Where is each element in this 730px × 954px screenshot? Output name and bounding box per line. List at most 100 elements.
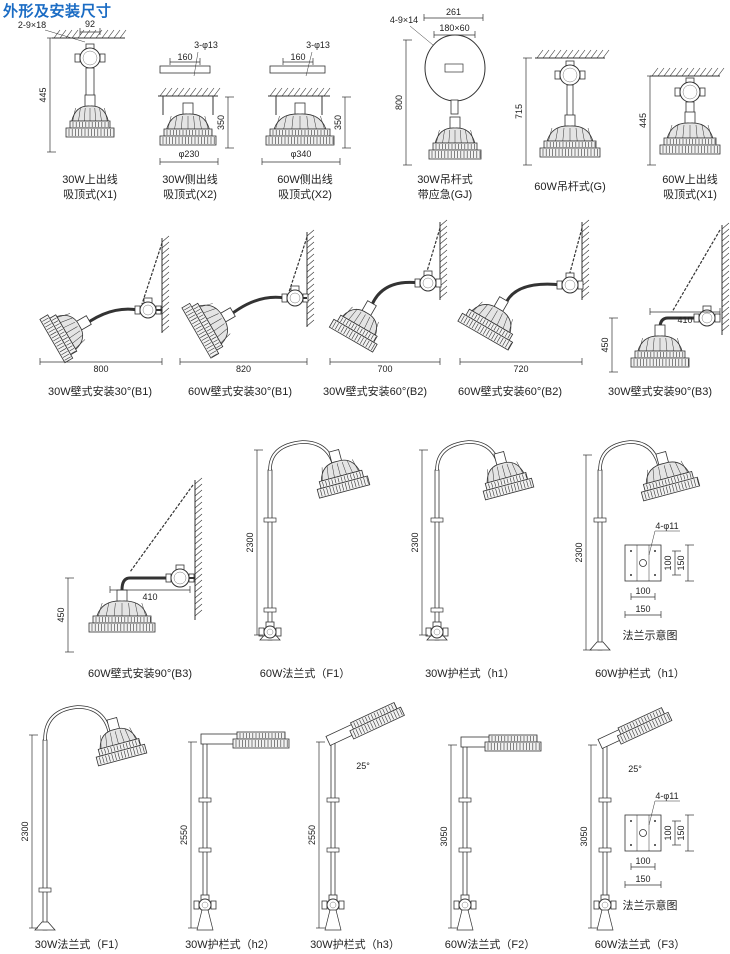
dimension-label: 410	[142, 592, 157, 602]
hatch-stroke	[675, 67, 683, 77]
rib	[209, 350, 217, 355]
hatch-stroke	[161, 253, 170, 261]
rib	[662, 487, 666, 495]
hatch-stroke	[194, 603, 203, 611]
rib	[205, 325, 210, 329]
rib	[488, 331, 493, 338]
rib	[510, 484, 514, 492]
leader-line	[648, 530, 656, 556]
rib	[493, 325, 497, 331]
rib	[200, 317, 205, 321]
rib	[382, 708, 386, 714]
wall-hatch	[161, 235, 170, 333]
rib	[334, 478, 337, 484]
dome-fin	[320, 115, 325, 130]
junction-box-cover	[82, 50, 98, 66]
rib	[56, 342, 63, 347]
dome-fin	[199, 303, 213, 308]
rib	[490, 324, 494, 329]
rib	[686, 473, 689, 479]
rib	[345, 320, 349, 326]
dome-fin	[645, 337, 649, 352]
figure-caption: 30W护栏式（h1）	[425, 666, 515, 680]
dome-fin	[363, 316, 371, 329]
pole-shaft	[330, 741, 336, 906]
pole-shaft	[267, 469, 273, 641]
rib	[460, 315, 465, 322]
dimension-label: 445	[38, 87, 48, 102]
hatch-stroke	[194, 477, 203, 485]
junction-box-ear-right	[699, 87, 706, 97]
hatch-stroke	[581, 285, 590, 293]
pole-base	[196, 909, 214, 931]
junction-box-body	[561, 276, 579, 294]
hatch-stroke	[581, 249, 590, 257]
junction-box-ear-right	[338, 900, 345, 910]
dome-fin	[220, 333, 231, 344]
rib	[385, 707, 388, 713]
hatch-stroke	[721, 228, 730, 236]
rib	[340, 317, 344, 323]
lamp-ring-lower	[428, 149, 482, 160]
dimension-label: 3050	[579, 826, 589, 846]
railing-clamp	[326, 797, 340, 803]
rib	[209, 333, 215, 337]
hatch-stroke	[161, 283, 170, 291]
leader-line	[409, 25, 434, 46]
dimension-label: 25°	[628, 764, 642, 774]
lamp-ring-upper	[92, 615, 152, 624]
dome-fin	[98, 602, 103, 617]
support-chain	[424, 227, 441, 279]
lamp-head	[181, 302, 236, 359]
junction-box	[554, 60, 586, 86]
rib	[198, 331, 205, 336]
rib	[665, 486, 669, 494]
hatch-stroke	[581, 273, 590, 281]
rib	[320, 489, 323, 497]
dome-fin	[60, 317, 73, 323]
hatch-stroke	[439, 237, 448, 245]
hatch-stroke	[721, 300, 730, 308]
ceiling-hatch	[268, 87, 331, 97]
junction-box-ear-left	[674, 87, 681, 97]
pole-base	[596, 909, 614, 931]
rib	[59, 348, 67, 353]
hatch-stroke	[323, 87, 331, 97]
hatch-stroke	[161, 241, 170, 249]
junction-box-body	[286, 289, 304, 307]
pole-base	[456, 909, 474, 931]
rib	[201, 320, 207, 324]
rib	[696, 478, 700, 486]
hatch-stroke	[721, 312, 730, 320]
rib	[485, 321, 489, 326]
junction-box	[281, 285, 309, 307]
rib	[354, 480, 357, 488]
lamp-head	[88, 589, 156, 633]
rib	[687, 480, 690, 488]
junction-box	[693, 305, 721, 327]
hatch-stroke	[71, 29, 79, 39]
lamp-ring-lower	[659, 144, 721, 155]
rib	[364, 716, 368, 722]
stem	[450, 99, 459, 115]
dimension-label: 720	[513, 364, 528, 374]
vertical-dimension: 3050	[439, 744, 457, 929]
hatch-stroke	[194, 537, 203, 545]
rib	[381, 716, 386, 724]
rib	[493, 334, 498, 342]
rib	[373, 720, 377, 728]
horizontal-dimension: 261	[423, 7, 484, 21]
dome-fin	[113, 602, 116, 617]
rib	[626, 724, 630, 730]
hatch-stroke	[717, 67, 725, 77]
hatch-stroke	[194, 585, 203, 593]
rib	[58, 328, 63, 332]
hatch-stroke	[306, 247, 315, 255]
hatch-stroke	[269, 87, 277, 97]
rib	[491, 333, 496, 340]
hatch-stroke	[159, 87, 167, 97]
rib	[506, 478, 509, 484]
hatch-stroke	[581, 231, 590, 239]
hatch-stroke	[113, 29, 121, 39]
lamp-arm-head	[325, 701, 405, 747]
